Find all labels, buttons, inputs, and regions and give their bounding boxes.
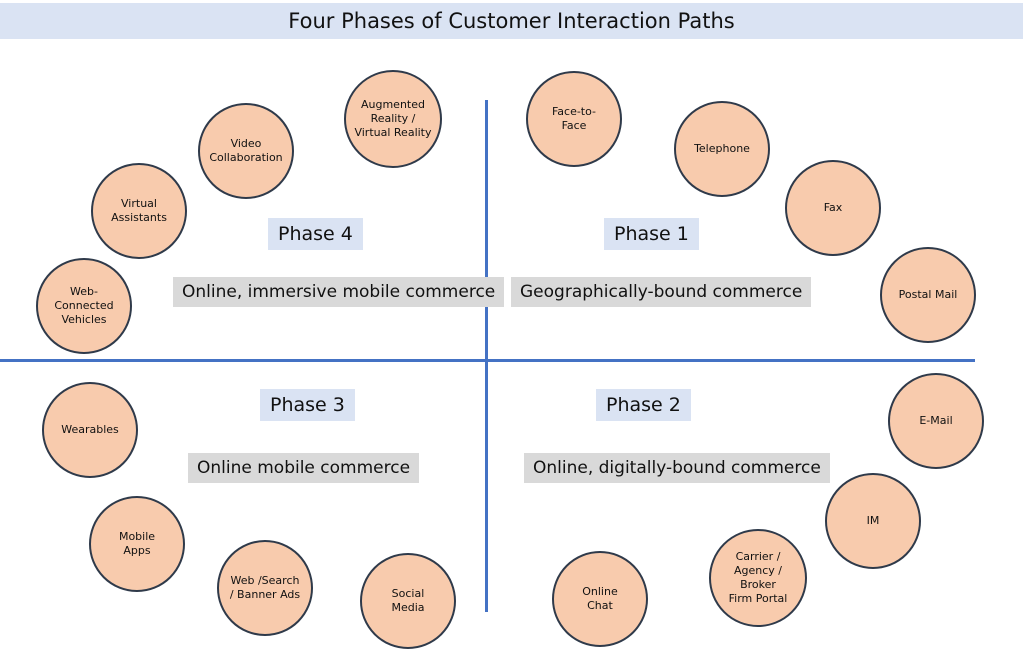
node-label: Telephone — [694, 142, 750, 155]
node-web-connected-vehicles: Web- Connected Vehicles — [36, 258, 132, 354]
phase-4-label: Phase 4 — [268, 218, 363, 250]
node-label: Augmented Reality / Virtual Reality — [352, 96, 434, 142]
phase-2-label: Phase 2 — [596, 389, 691, 421]
phase-2-description: Online, digitally-bound commerce — [524, 453, 830, 483]
phase-3-description: Online mobile commerce — [188, 453, 420, 483]
node-label: Online Chat — [582, 585, 618, 612]
node-label: Social Media — [391, 587, 425, 614]
phase-1-label: Phase 1 — [604, 218, 699, 250]
phase-3-label: Phase 3 — [260, 389, 355, 421]
phase-1-description: Geographically-bound commerce — [511, 277, 812, 307]
node-label: E-Mail — [919, 414, 953, 427]
node-label: Virtual Assistants — [111, 197, 167, 224]
node-online-chat: Online Chat — [552, 551, 648, 647]
node-label: Web- Connected Vehicles — [54, 285, 114, 326]
node-email: E-Mail — [888, 373, 984, 469]
node-label: Postal Mail — [898, 288, 958, 301]
node-label: Carrier / Agency / Broker Firm Portal — [728, 550, 788, 605]
node-social-media: Social Media — [360, 553, 456, 649]
node-telephone: Telephone — [674, 101, 770, 197]
vertical-axis-line — [485, 100, 488, 612]
node-postal-mail: Postal Mail — [880, 247, 976, 343]
node-im: IM — [825, 473, 921, 569]
node-face-to-face: Face-to- Face — [526, 71, 622, 167]
node-wearables: Wearables — [42, 382, 138, 478]
node-mobile-apps: Mobile Apps — [89, 496, 185, 592]
node-carrier-agency-broker-portal: Carrier / Agency / Broker Firm Portal — [709, 529, 807, 627]
node-label: IM — [866, 514, 880, 527]
horizontal-axis-line — [0, 359, 975, 362]
node-ar-vr: Augmented Reality / Virtual Reality — [344, 70, 442, 168]
node-virtual-assistants: Virtual Assistants — [91, 163, 187, 259]
diagram-title: Four Phases of Customer Interaction Path… — [0, 3, 1023, 39]
node-label: Mobile Apps — [118, 530, 156, 557]
node-label: Fax — [823, 201, 843, 214]
node-label: Wearables — [61, 423, 119, 436]
node-label: Web /Search / Banner Ads — [229, 574, 301, 601]
node-label: Face-to- Face — [551, 105, 597, 132]
phase-4-description: Online, immersive mobile commerce — [173, 277, 505, 307]
node-web-search-banner-ads: Web /Search / Banner Ads — [217, 540, 313, 636]
node-fax: Fax — [785, 160, 881, 256]
node-label: Video Collaboration — [209, 137, 283, 164]
node-video-collaboration: Video Collaboration — [198, 103, 294, 199]
